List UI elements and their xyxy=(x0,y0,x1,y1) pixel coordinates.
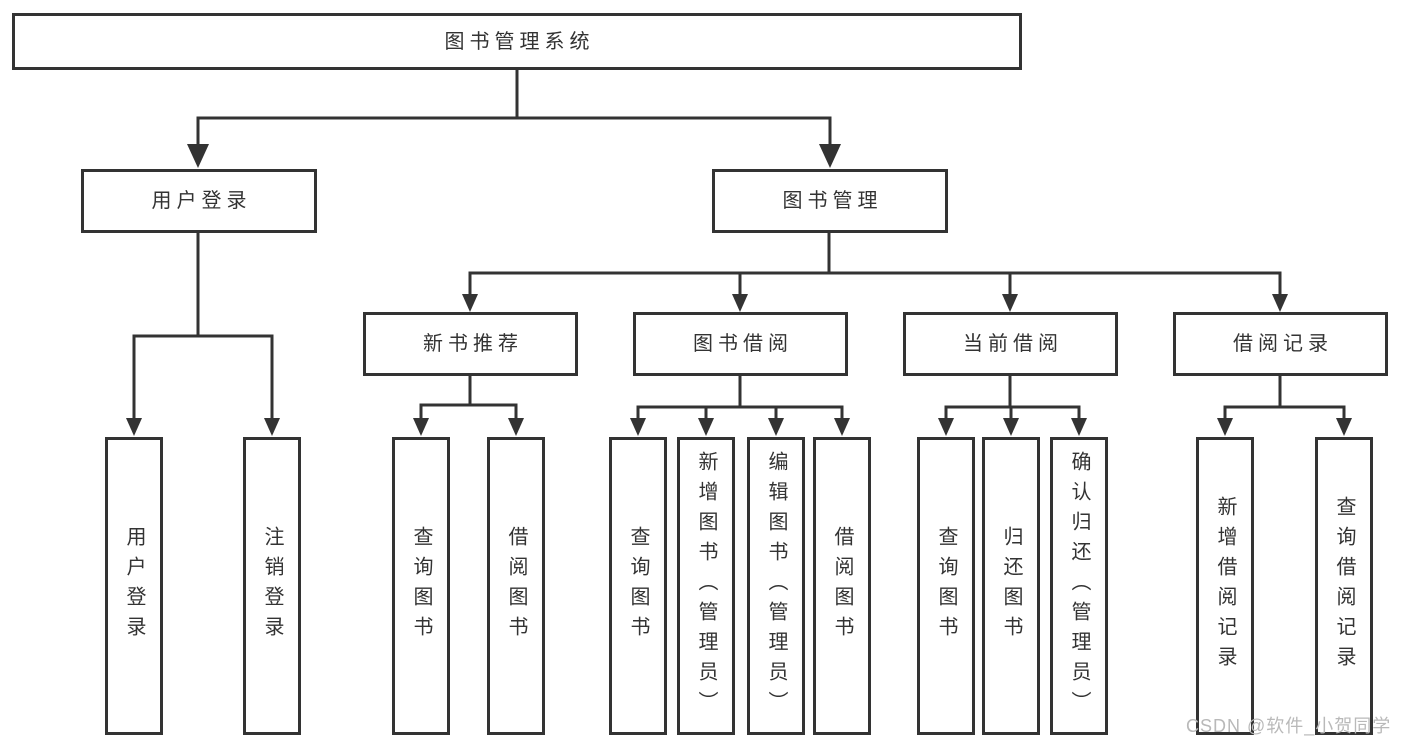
node-edit-book-admin: 编辑图书（管理员） xyxy=(747,437,805,735)
node-query-borrow-record-label: 查询借阅记录 xyxy=(1333,496,1355,676)
node-book-management-branch: 图书管理 xyxy=(712,169,948,233)
node-user-login-leaf-label: 用户登录 xyxy=(123,526,145,646)
node-query-books-recommend-label: 查询图书 xyxy=(410,526,432,646)
connector-current-borrowing-to-leaves xyxy=(938,374,1087,436)
node-book-borrowing-label: 图书借阅 xyxy=(693,333,793,355)
node-borrow-books-borrowing: 借阅图书 xyxy=(813,437,871,735)
node-confirm-return-admin-label: 确认归还（管理员） xyxy=(1068,451,1090,721)
connector-new-book-recommendation-to-leaves xyxy=(413,374,524,436)
connector-borrowing-records-to-leaves xyxy=(1217,374,1352,436)
node-current-borrowing-label: 当前借阅 xyxy=(963,333,1063,355)
connector-book-borrowing-to-leaves xyxy=(630,374,850,436)
node-query-books-borrowing-label: 查询图书 xyxy=(627,526,649,646)
node-query-books-current: 查询图书 xyxy=(917,437,975,735)
node-book-management-branch-label: 图书管理 xyxy=(782,190,883,212)
node-query-books-recommend: 查询图书 xyxy=(392,437,450,735)
watermark: CSDN @软件_小贺同学 xyxy=(1186,716,1392,736)
node-borrowing-records: 借阅记录 xyxy=(1173,312,1388,376)
node-logout-leaf-label: 注销登录 xyxy=(261,526,283,646)
connector-root-to-level1 xyxy=(187,68,841,168)
node-edit-book-admin-label: 编辑图书（管理员） xyxy=(765,451,787,721)
node-new-book-recommendation-label: 新书推荐 xyxy=(423,333,523,355)
node-add-book-admin-label: 新增图书（管理员） xyxy=(695,451,717,721)
node-add-borrow-record-label: 新增借阅记录 xyxy=(1214,496,1236,676)
node-query-books-borrowing: 查询图书 xyxy=(609,437,667,735)
node-query-books-current-label: 查询图书 xyxy=(935,526,957,646)
connector-book-management-to-level2 xyxy=(462,231,1288,312)
node-add-borrow-record: 新增借阅记录 xyxy=(1196,437,1254,735)
node-borrow-books-recommend-label: 借阅图书 xyxy=(505,526,527,646)
node-add-book-admin: 新增图书（管理员） xyxy=(677,437,735,735)
node-user-login-branch-label: 用户登录 xyxy=(151,190,252,212)
node-user-login-branch: 用户登录 xyxy=(81,169,317,233)
node-logout-leaf: 注销登录 xyxy=(243,437,301,735)
node-borrow-books-borrowing-label: 借阅图书 xyxy=(831,526,853,646)
node-new-book-recommendation: 新书推荐 xyxy=(363,312,578,376)
node-system-root: 图书管理系统 xyxy=(12,13,1022,70)
node-confirm-return-admin: 确认归还（管理员） xyxy=(1050,437,1108,735)
node-borrowing-records-label: 借阅记录 xyxy=(1233,333,1333,355)
node-user-login-leaf: 用户登录 xyxy=(105,437,163,735)
connector-user-login-to-leaves xyxy=(126,231,280,436)
node-borrow-books-recommend: 借阅图书 xyxy=(487,437,545,735)
node-query-borrow-record: 查询借阅记录 xyxy=(1315,437,1373,735)
node-return-books: 归还图书 xyxy=(982,437,1040,735)
node-return-books-label: 归还图书 xyxy=(1000,526,1022,646)
node-current-borrowing: 当前借阅 xyxy=(903,312,1118,376)
node-system-root-label: 图书管理系统 xyxy=(444,30,595,53)
node-book-borrowing: 图书借阅 xyxy=(633,312,848,376)
